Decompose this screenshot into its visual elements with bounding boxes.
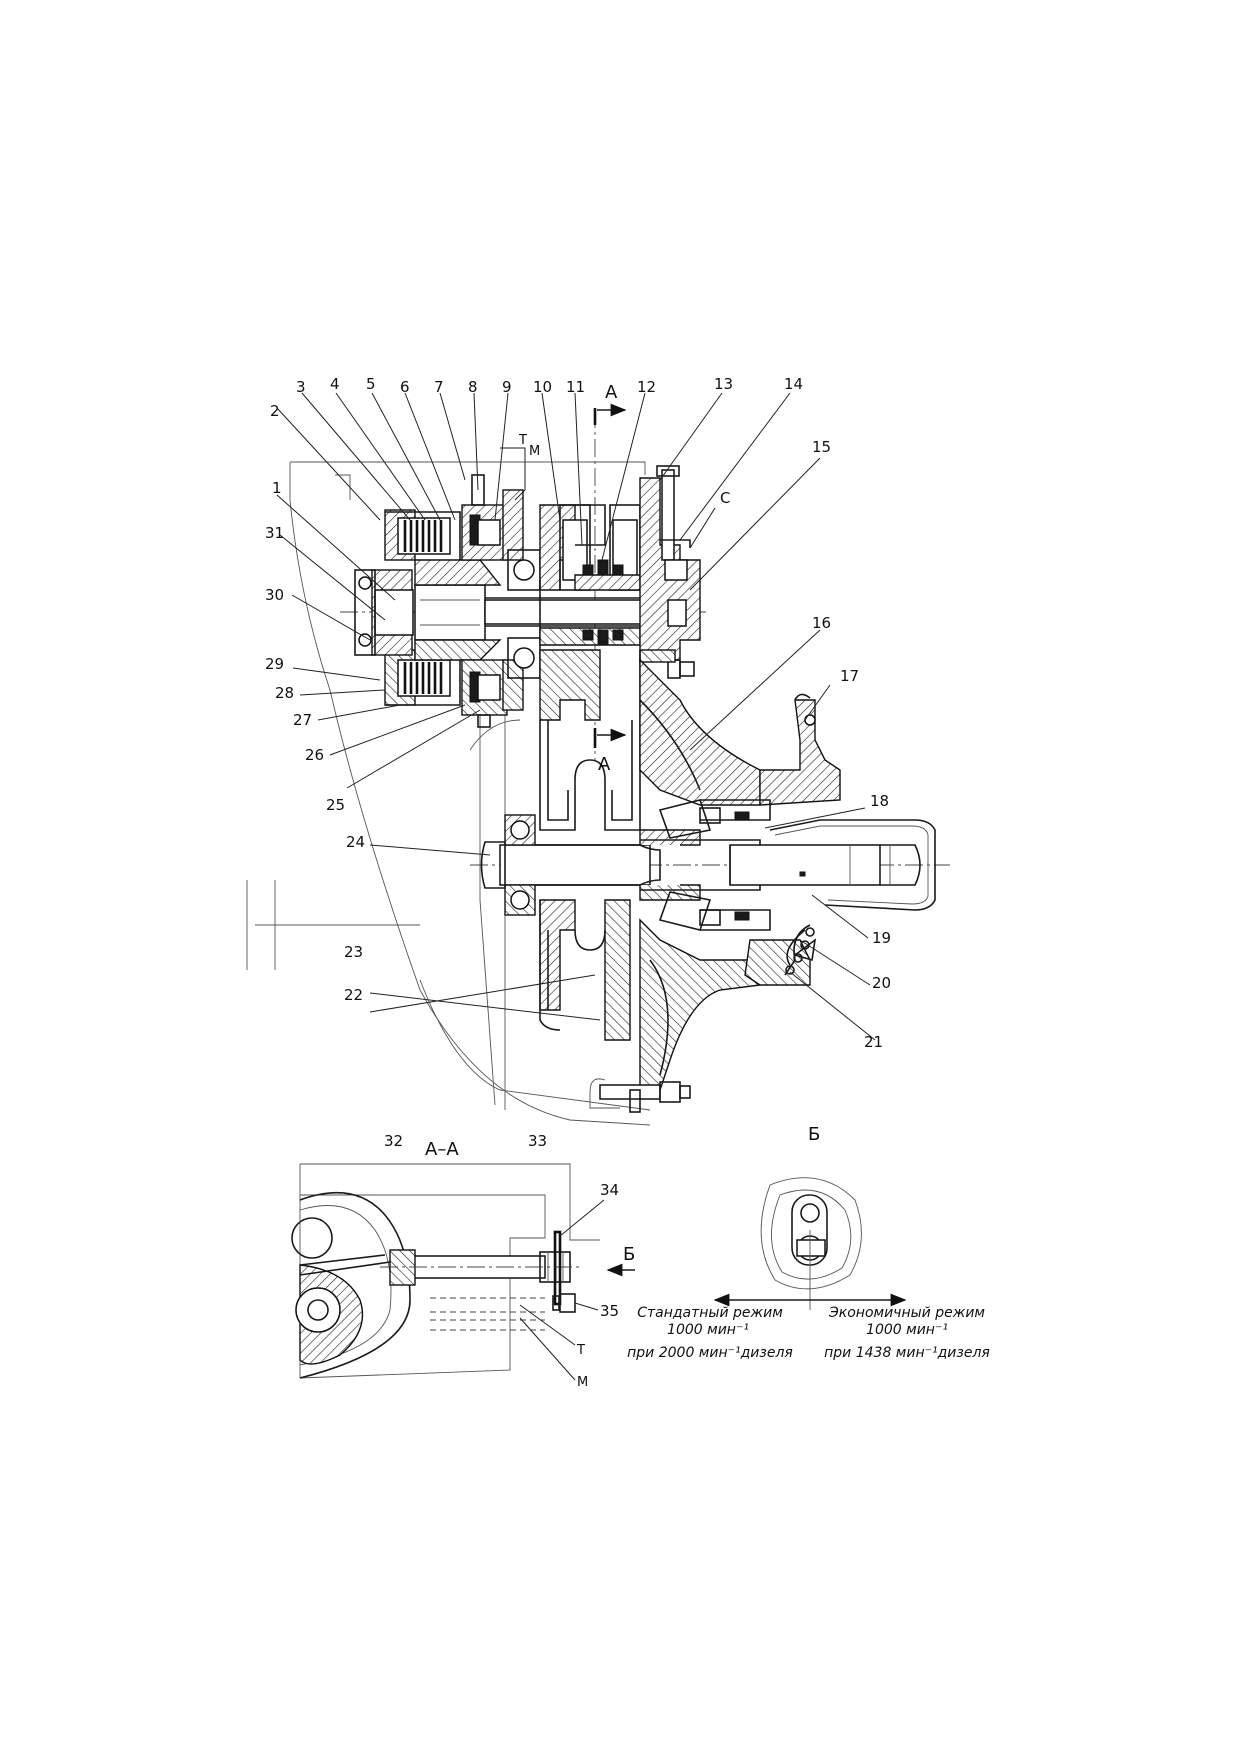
- callout-20: 20: [872, 974, 891, 992]
- callout-19: 19: [872, 929, 891, 947]
- callout-6: 6: [400, 378, 410, 396]
- standard-mode-title: Стандатный режим: [637, 1305, 783, 1321]
- callout-26: 26: [305, 746, 324, 764]
- main-section-view: А А Т М С: [246, 382, 950, 1126]
- gear-cluster: [539, 504, 641, 646]
- callout-29: 29: [265, 655, 284, 673]
- standard-mode-engine-speed: при 2000 мин⁻¹дизеля: [627, 1345, 793, 1361]
- callout-5: 5: [366, 375, 376, 393]
- pto-stub-shaft: [729, 844, 921, 886]
- section-a-top-label: А: [605, 382, 618, 403]
- callout-17: 17: [840, 667, 859, 685]
- callout-24: 24: [346, 833, 365, 851]
- callout-2: 2: [270, 402, 280, 420]
- callout-30: 30: [265, 586, 284, 604]
- callout-27: 27: [293, 711, 312, 729]
- callout-3: 3: [296, 378, 306, 396]
- callout-21: 21: [864, 1033, 883, 1051]
- view-b-title: Б: [808, 1124, 820, 1145]
- brake-unit: [461, 474, 524, 728]
- section-a-bottom-label: А: [598, 754, 611, 775]
- view-b-arrow-label: Б: [623, 1244, 635, 1265]
- view-c-label: С: [720, 489, 730, 507]
- callout-13: 13: [714, 375, 733, 393]
- callout-9: 9: [502, 378, 512, 396]
- economy-mode-engine-speed: при 1438 мин⁻¹дизеля: [824, 1345, 990, 1361]
- output-shaft: [480, 814, 761, 916]
- leader-lines: [276, 392, 876, 1041]
- callout-14: 14: [784, 375, 803, 393]
- callout-18: 18: [870, 792, 889, 810]
- callout-34: 34: [600, 1181, 619, 1199]
- callout-32: 32: [384, 1132, 403, 1150]
- callout-8: 8: [468, 378, 478, 396]
- port-t-label: Т: [518, 433, 527, 448]
- section-aa-view: А–А 32 33 34 35 Т М: [291, 1132, 635, 1390]
- callout-22: 22: [344, 986, 363, 1004]
- callout-16: 16: [812, 614, 831, 632]
- pto-shield: [769, 819, 936, 911]
- callout-11: 11: [566, 378, 585, 396]
- port-m-bottom-label: М: [577, 1375, 588, 1390]
- pto-housing: [599, 658, 761, 1113]
- callout-7: 7: [434, 378, 444, 396]
- callout-4: 4: [330, 375, 340, 393]
- port-m-label: М: [529, 444, 540, 459]
- callout-25: 25: [326, 796, 345, 814]
- callout-15: 15: [812, 438, 831, 456]
- section-a-marker-top: А: [593, 382, 627, 425]
- callout-numbers: 1 2 3 4 5 6 7 8 9 10 11 12 13 14 15 16 1…: [265, 375, 891, 1051]
- rear-cover: [639, 465, 701, 679]
- economy-mode-pto-speed: 1000 мин⁻¹: [866, 1322, 948, 1338]
- callout-33: 33: [528, 1132, 547, 1150]
- driven-gear: [539, 649, 641, 1041]
- standard-mode-pto-speed: 1000 мин⁻¹: [667, 1322, 749, 1338]
- callout-35: 35: [600, 1302, 619, 1320]
- economy-mode-title: Экономичный режим: [828, 1305, 985, 1321]
- callout-31: 31: [265, 524, 284, 542]
- section-a-marker-bottom: А: [593, 728, 627, 775]
- callout-1: 1: [272, 479, 282, 497]
- view-b: Б Стандатный режим 1000 мин⁻¹ при 2000 м…: [627, 1124, 990, 1361]
- section-aa-title: А–А: [425, 1139, 459, 1160]
- callout-23: 23: [344, 943, 363, 961]
- callout-12: 12: [637, 378, 656, 396]
- cap-chain: [784, 924, 817, 976]
- callout-10: 10: [533, 378, 552, 396]
- port-t-bottom-label: Т: [576, 1343, 585, 1358]
- callout-28: 28: [275, 684, 294, 702]
